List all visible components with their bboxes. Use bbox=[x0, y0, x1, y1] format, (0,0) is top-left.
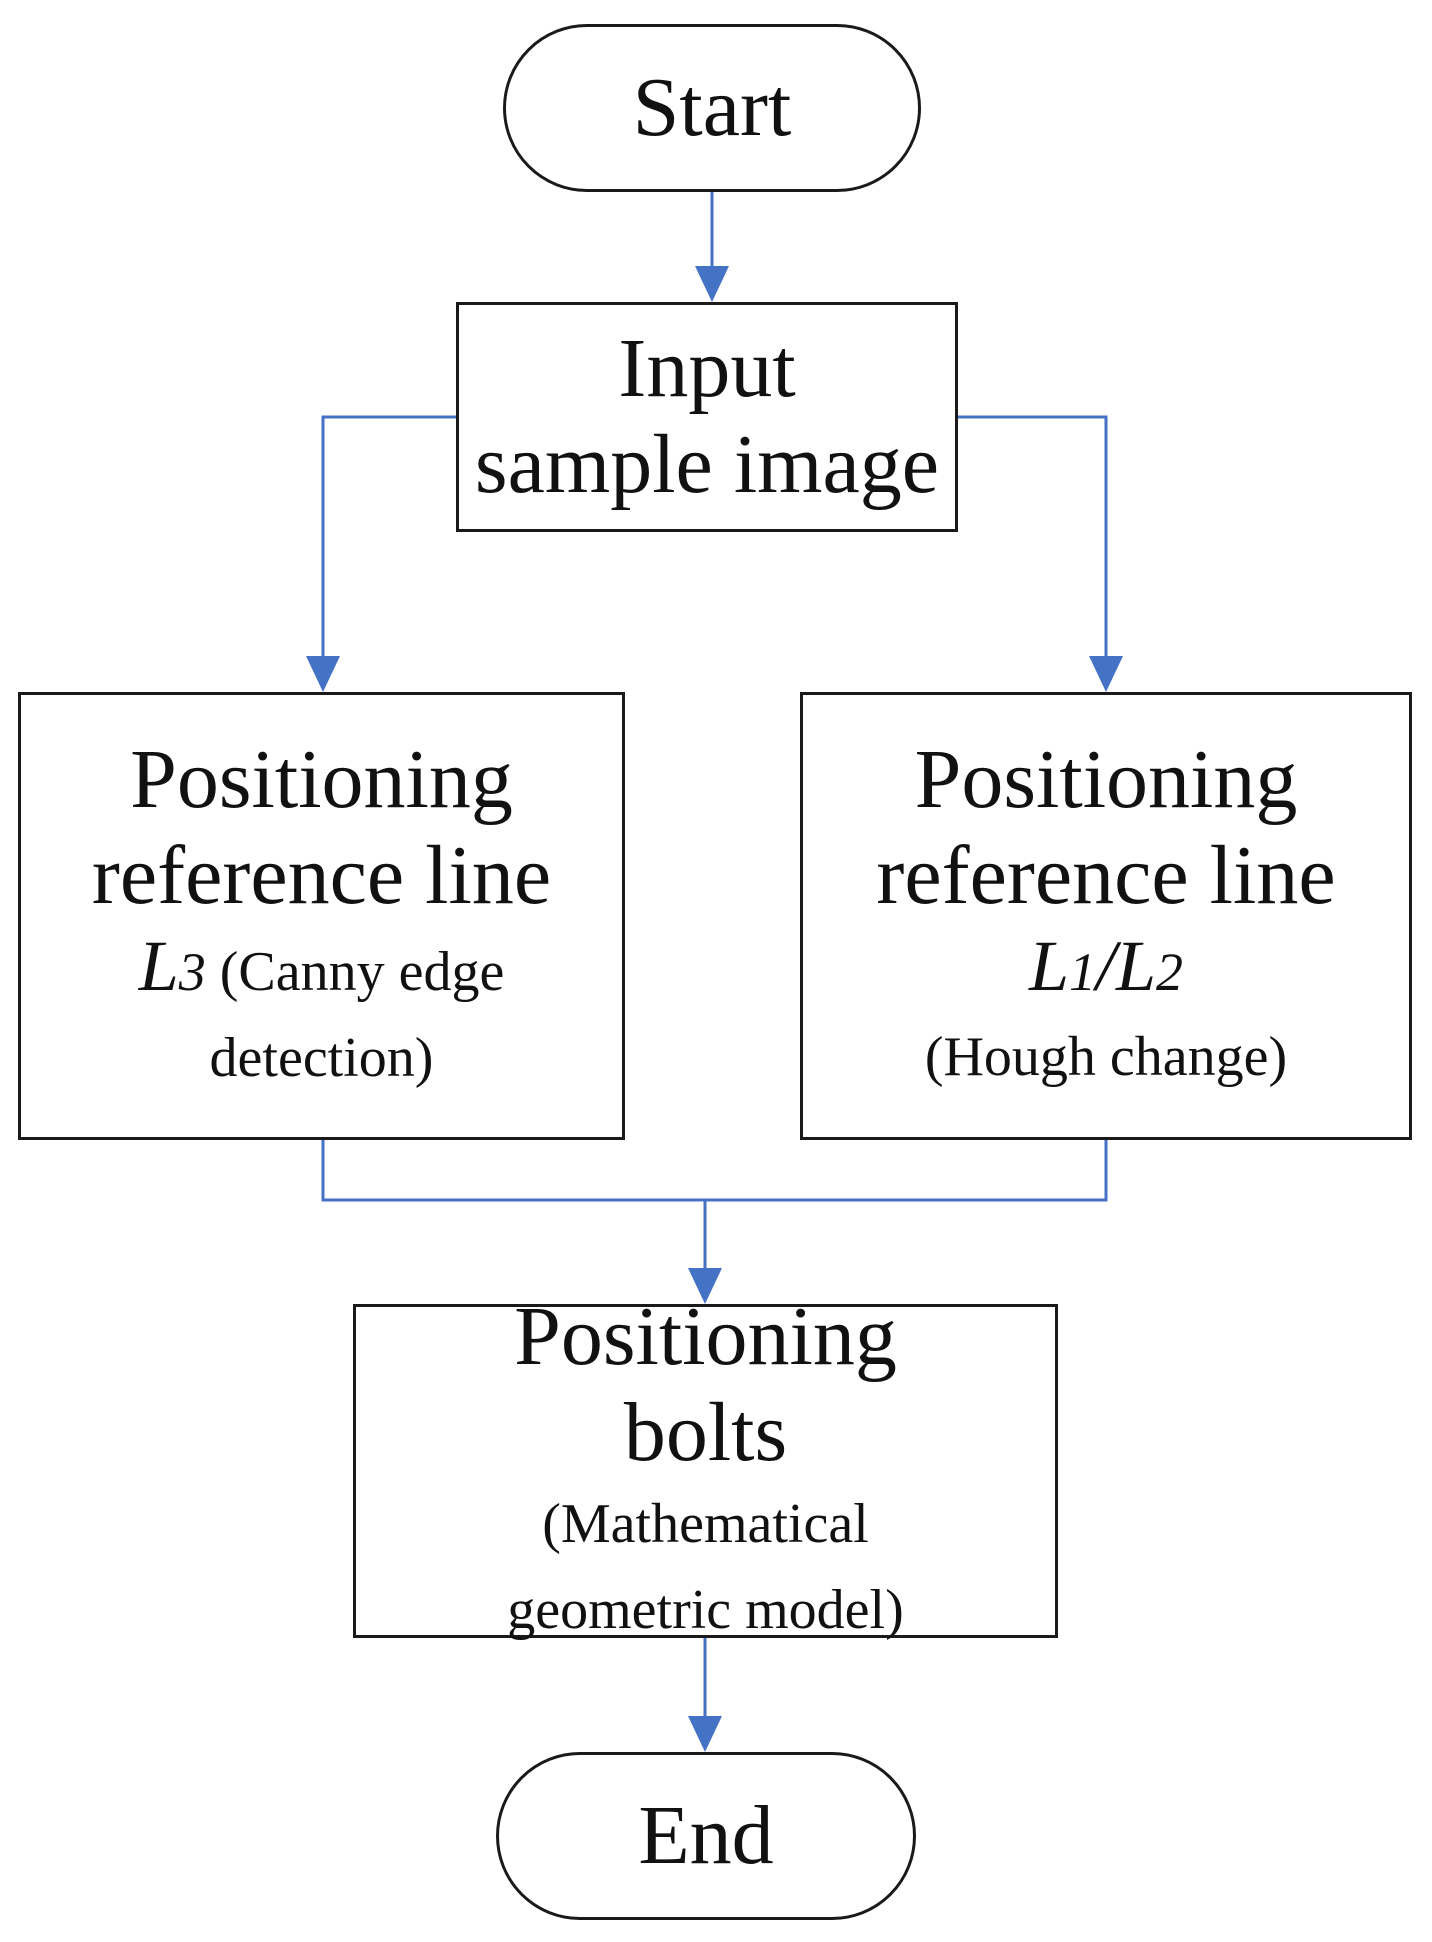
connector-start-to-input bbox=[695, 192, 729, 302]
input-sample-image-box: Input sample image bbox=[456, 302, 958, 532]
start-label: Start bbox=[632, 61, 792, 154]
right-line3: L1/L2 bbox=[1029, 924, 1183, 1014]
right-slash: / bbox=[1095, 926, 1116, 1006]
left-line3: L3 (Canny edge bbox=[139, 924, 505, 1015]
left-subscript: 3 bbox=[178, 941, 206, 1002]
start-terminal: Start bbox=[503, 24, 921, 192]
connector-bolts-to-end bbox=[688, 1638, 722, 1752]
connector-line bbox=[321, 1140, 707, 1274]
positioning-bolts-box: Positioning bolts (Mathematical geometri… bbox=[353, 1290, 1058, 1641]
left-symbol: L bbox=[138, 925, 179, 1006]
bolts-line2: bolts bbox=[623, 1386, 788, 1479]
left-line1: Positioning bbox=[130, 732, 513, 826]
arrowhead bbox=[688, 1716, 722, 1752]
connector-line bbox=[321, 415, 456, 662]
arrowhead bbox=[695, 266, 729, 302]
arrowhead bbox=[688, 1268, 722, 1304]
arrowhead bbox=[1089, 656, 1123, 692]
right-subscript2: 2 bbox=[1156, 942, 1184, 1002]
bolts-note2: geometric model) bbox=[507, 1579, 904, 1641]
right-note: (Hough change) bbox=[924, 1026, 1288, 1088]
connector-line bbox=[705, 1140, 1108, 1202]
end-terminal: End bbox=[496, 1752, 916, 1920]
arrowhead bbox=[306, 656, 340, 692]
connector-input-to-right bbox=[958, 415, 1123, 692]
end-label: End bbox=[638, 1789, 774, 1882]
left-line2: reference line bbox=[91, 828, 552, 922]
bolts-note1: (Mathematical bbox=[542, 1493, 869, 1555]
edge-layer bbox=[306, 192, 1123, 1752]
canny-reference-line-box: Positioning reference line L3 (Canny edg… bbox=[18, 692, 625, 1140]
right-symbol1: L bbox=[1028, 926, 1069, 1006]
right-symbol2: L bbox=[1116, 926, 1157, 1006]
input-line1: Input bbox=[618, 322, 796, 415]
bolts-line1: Positioning bbox=[514, 1290, 897, 1383]
connector-right-to-bolts bbox=[705, 1140, 1108, 1202]
left-note2: detection) bbox=[209, 1026, 434, 1089]
connector-input-to-left bbox=[306, 415, 456, 692]
hough-reference-line-box: Positioning reference line L1/L2 (Hough … bbox=[800, 692, 1412, 1140]
right-line2: reference line bbox=[876, 829, 1336, 922]
right-subscript1: 1 bbox=[1068, 942, 1096, 1002]
input-line2: sample image bbox=[474, 418, 940, 511]
left-note1: (Canny edge bbox=[205, 940, 505, 1003]
connector-left-to-bolts bbox=[321, 1140, 722, 1304]
right-line1: Positioning bbox=[914, 733, 1298, 826]
connector-line bbox=[958, 415, 1108, 662]
